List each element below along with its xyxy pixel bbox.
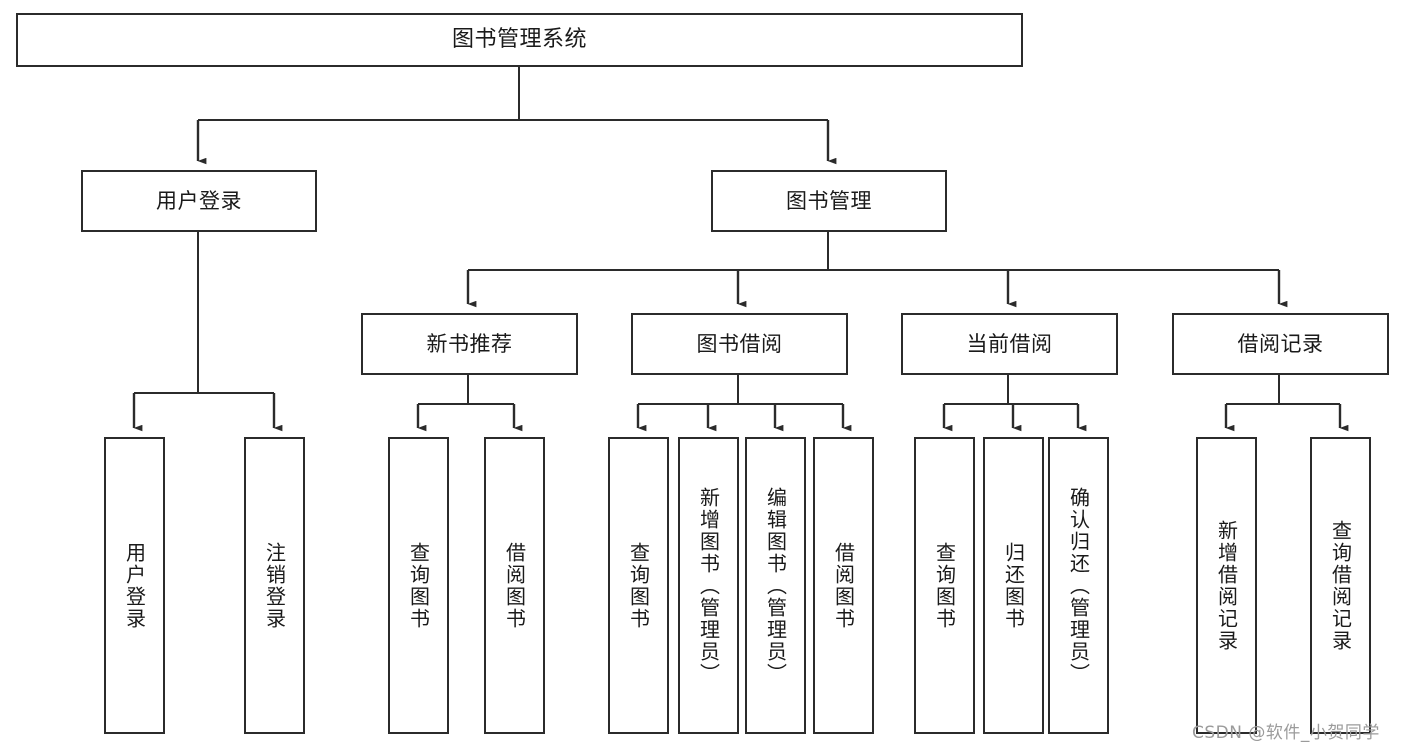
node-leaf-query-record[interactable]: 查询借阅记录 — [1310, 437, 1371, 734]
node-label: 归还图书 — [1001, 541, 1026, 630]
node-leaf-return-book[interactable]: 归还图书 — [983, 437, 1044, 734]
node-label: 查询图书 — [932, 541, 957, 630]
node-label: 借阅图书 — [831, 541, 856, 630]
node-leaf-edit-book[interactable]: 编辑图书（管理员） — [745, 437, 806, 734]
node-leaf-borrow-book-1[interactable]: 借阅图书 — [484, 437, 545, 734]
node-leaf-user-login[interactable]: 用户登录 — [104, 437, 165, 734]
node-label: 查询图书 — [626, 541, 651, 630]
node-label: 当前借阅 — [966, 331, 1053, 356]
node-label: 新增图书（管理员） — [696, 486, 721, 685]
node-label: 借阅记录 — [1237, 331, 1324, 356]
node-leaf-add-book[interactable]: 新增图书（管理员） — [678, 437, 739, 734]
node-label: 图书借阅 — [696, 331, 783, 356]
node-user-login[interactable]: 用户登录 — [81, 170, 317, 232]
node-label: 图书管理 — [786, 188, 872, 213]
node-borrow-record[interactable]: 借阅记录 — [1172, 313, 1389, 375]
node-root[interactable]: 图书管理系统 — [16, 13, 1023, 67]
node-leaf-query-book-1[interactable]: 查询图书 — [388, 437, 449, 734]
node-label: 用户登录 — [122, 541, 147, 630]
node-leaf-query-book-3[interactable]: 查询图书 — [914, 437, 975, 734]
node-label: 编辑图书（管理员） — [763, 486, 788, 685]
node-book-manage[interactable]: 图书管理 — [711, 170, 947, 232]
node-leaf-confirm-return[interactable]: 确认归还（管理员） — [1048, 437, 1109, 734]
node-label: 查询图书 — [406, 541, 431, 630]
node-label: 用户登录 — [156, 188, 242, 213]
node-label: 确认归还（管理员） — [1066, 486, 1091, 685]
node-label: 注销登录 — [262, 541, 287, 630]
node-leaf-query-book-2[interactable]: 查询图书 — [608, 437, 669, 734]
node-label: 新增借阅记录 — [1214, 519, 1239, 652]
node-new-book-recommend[interactable]: 新书推荐 — [361, 313, 578, 375]
node-leaf-borrow-book-2[interactable]: 借阅图书 — [813, 437, 874, 734]
node-label: 图书管理系统 — [451, 27, 587, 53]
node-label: 查询借阅记录 — [1328, 519, 1353, 652]
connectors-group — [132, 67, 1349, 432]
node-label: 借阅图书 — [502, 541, 527, 630]
node-leaf-add-record[interactable]: 新增借阅记录 — [1196, 437, 1257, 734]
node-current-borrow[interactable]: 当前借阅 — [901, 313, 1118, 375]
node-book-borrow[interactable]: 图书借阅 — [631, 313, 848, 375]
node-leaf-logout[interactable]: 注销登录 — [244, 437, 305, 734]
node-label: 新书推荐 — [426, 331, 513, 356]
